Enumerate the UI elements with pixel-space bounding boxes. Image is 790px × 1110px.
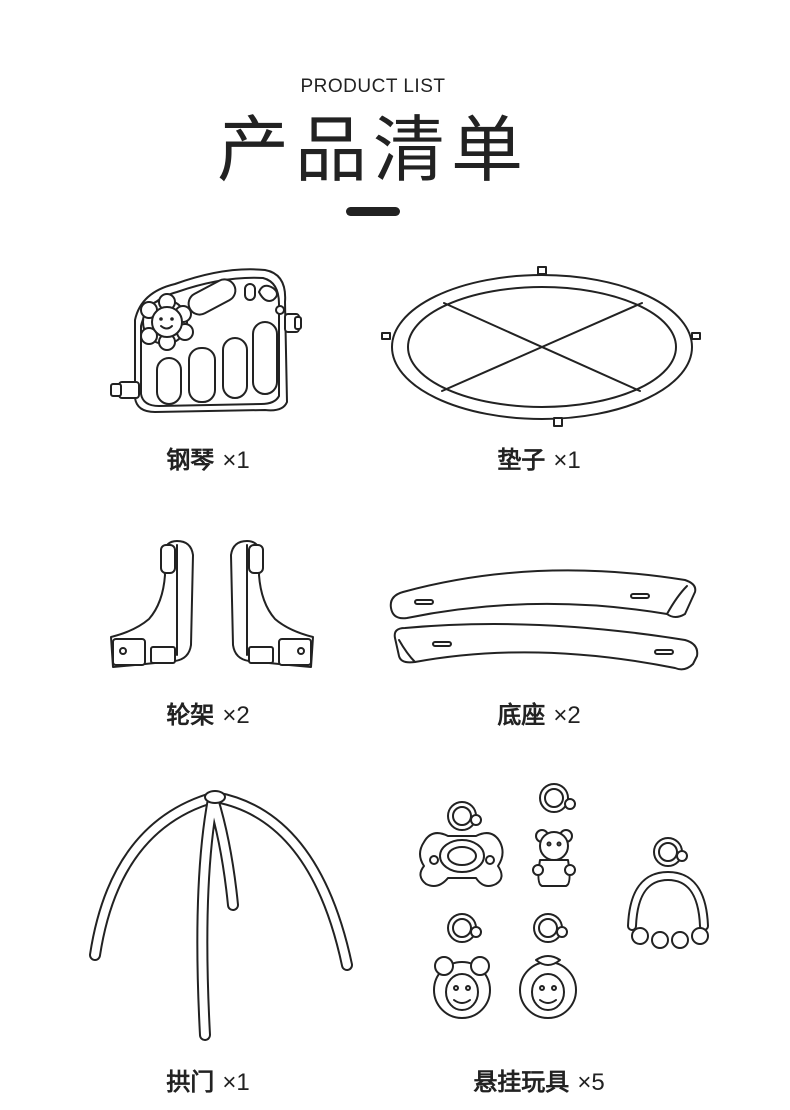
item-name: 钢琴 — [166, 446, 215, 474]
item-qty: ×1 — [222, 1069, 250, 1096]
item-label-mat: 垫子 ×1 — [497, 440, 580, 475]
mat-illustration — [380, 265, 705, 430]
item-name: 轮架 — [166, 701, 215, 729]
item-label-hanging-toys: 悬挂玩具 ×5 — [473, 1062, 604, 1097]
wheel-frame-illustration — [105, 535, 320, 675]
page-title: 产品清单 — [216, 108, 529, 192]
hanging-toys-illustration — [410, 780, 720, 1030]
item-label-arch: 拱门 ×1 — [166, 1062, 249, 1097]
item-name: 垫子 — [497, 446, 546, 474]
item-name: 底座 — [497, 701, 546, 729]
item-qty: ×1 — [553, 447, 581, 474]
item-label-wheel-frame: 轮架 ×2 — [166, 695, 249, 730]
item-label-base: 底座 ×2 — [497, 695, 580, 730]
item-name: 悬挂玩具 — [473, 1068, 570, 1096]
item-qty: ×2 — [222, 702, 250, 729]
item-qty: ×1 — [222, 447, 250, 474]
item-label-piano: 钢琴 ×1 — [166, 440, 249, 475]
item-name: 拱门 — [166, 1068, 215, 1096]
piano-illustration — [105, 262, 305, 422]
base-illustration — [385, 560, 705, 675]
arch-illustration — [85, 785, 360, 1045]
subtitle: PRODUCT LIST — [300, 76, 446, 97]
title-underline — [346, 207, 400, 216]
item-qty: ×5 — [577, 1069, 605, 1096]
item-qty: ×2 — [553, 702, 581, 729]
